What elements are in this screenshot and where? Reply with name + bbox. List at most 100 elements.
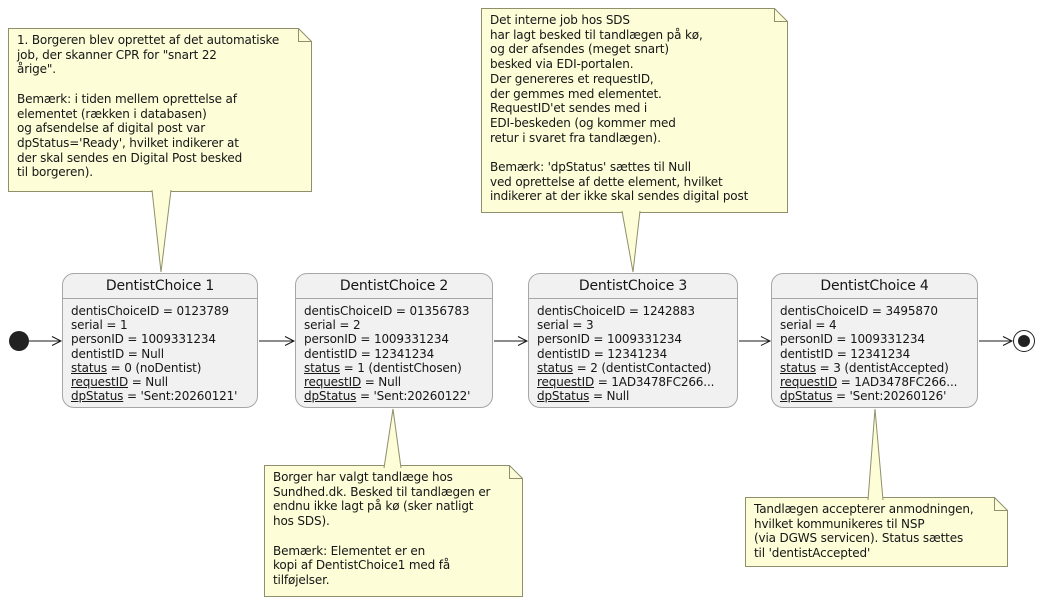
note-background bbox=[481, 8, 788, 213]
field-name: requestID bbox=[304, 375, 362, 390]
note-background bbox=[264, 465, 523, 597]
state-field: personID = 1009331234 bbox=[304, 332, 484, 346]
state-body: dentisChoiceID = 01356783 serial = 2 per… bbox=[296, 299, 492, 403]
field-value: 1009331234 bbox=[140, 332, 216, 347]
note-line: 1. Borgeren blev oprettet af det automat… bbox=[17, 33, 280, 47]
field-name: status bbox=[304, 360, 340, 375]
field-value: 0 (noDentist) bbox=[124, 360, 202, 375]
note-text: 1. Borgeren blev oprettet af det automat… bbox=[17, 33, 303, 180]
note-line: Tandlægen accepterer anmodningen, bbox=[754, 502, 974, 516]
field-separator: = bbox=[124, 346, 142, 361]
arrow-state1-to-state2 bbox=[259, 336, 296, 346]
note-line: Sundhed.dk. Besked til tandlægen er bbox=[273, 484, 491, 499]
field-name: requestID bbox=[780, 375, 838, 390]
field-name: personID bbox=[780, 332, 833, 347]
state-field: dentistID = Null bbox=[71, 347, 249, 361]
field-name: serial bbox=[71, 318, 103, 333]
initial-state-node bbox=[9, 331, 29, 351]
note-line: hos SDS). bbox=[273, 514, 330, 529]
field-value: 2 (dentistContacted) bbox=[590, 360, 712, 375]
note-line: Bemærk: i tiden mellem oprettelse af bbox=[17, 91, 237, 106]
field-separator: = bbox=[590, 346, 608, 361]
state-field: status = 1 (dentistChosen) bbox=[304, 361, 484, 375]
note-line: dpStatus='Ready', hvilket indikerer at bbox=[17, 135, 239, 150]
field-separator: = bbox=[356, 389, 374, 404]
state-field: dentistID = 12341234 bbox=[304, 347, 484, 361]
state-title: DentistChoice 1 bbox=[63, 274, 257, 299]
state-field: status = 3 (dentistAccepted) bbox=[780, 361, 969, 375]
note-background bbox=[745, 497, 1008, 567]
field-name: serial bbox=[780, 318, 812, 333]
arrow-state3-to-state4 bbox=[739, 336, 772, 346]
state-field: personID = 1009331234 bbox=[780, 332, 969, 346]
field-name: dpStatus bbox=[71, 389, 124, 404]
field-value: 2 bbox=[352, 318, 361, 333]
state-field: requestID = 1AD3478FC266... bbox=[780, 375, 969, 389]
field-separator: = bbox=[159, 304, 177, 318]
note-line bbox=[273, 529, 514, 544]
note-line: der skal sendes en Digital Post besked bbox=[17, 150, 243, 165]
field-separator: = bbox=[339, 360, 358, 375]
field-name: requestID bbox=[71, 375, 129, 390]
note-fold-icon bbox=[298, 28, 312, 42]
state-field: requestID = Null bbox=[304, 375, 484, 389]
note-line bbox=[17, 77, 303, 92]
state-field: dpStatus = 'Sent:20260126' bbox=[780, 389, 969, 403]
field-name: status bbox=[537, 360, 573, 375]
field-separator: = bbox=[815, 360, 834, 375]
note-citizen-created: 1. Borgeren blev oprettet af det automat… bbox=[8, 28, 312, 192]
field-separator: = bbox=[837, 375, 855, 390]
field-value: 12341234 bbox=[607, 346, 668, 361]
note-dentist-accepted: Tandlægen accepterer anmodningen, hvilke… bbox=[745, 497, 1008, 567]
field-name: dpStatus bbox=[780, 389, 833, 404]
note-line: til borgeren). bbox=[17, 165, 93, 180]
state-title: DentistChoice 3 bbox=[529, 274, 737, 299]
field-value: Null bbox=[606, 389, 630, 404]
field-separator: = bbox=[594, 375, 612, 390]
field-name: serial bbox=[537, 318, 569, 333]
note-line: Borger har valgt tandlæge hos bbox=[273, 470, 453, 484]
state-title: DentistChoice 2 bbox=[296, 274, 492, 299]
field-value: 1 (dentistChosen) bbox=[357, 360, 462, 375]
note-fold-icon bbox=[509, 465, 523, 479]
field-name: dpStatus bbox=[537, 389, 590, 404]
field-value: 3 (dentistAccepted) bbox=[833, 360, 949, 375]
field-name: status bbox=[780, 360, 816, 375]
field-value: Null bbox=[141, 346, 164, 361]
arrow-initial-to-state1 bbox=[29, 336, 63, 346]
field-name: dentisChoiceID bbox=[304, 304, 393, 318]
note-line bbox=[490, 145, 779, 160]
note-pointer bbox=[151, 189, 172, 273]
state-field: dentisChoiceID = 01356783 bbox=[304, 304, 484, 318]
state-dentistchoice-3: DentistChoice 3 dentisChoiceID = 1242883… bbox=[528, 273, 738, 408]
field-value: 3495870 bbox=[885, 304, 938, 318]
state-field: dpStatus = 'Sent:20260121' bbox=[71, 389, 249, 403]
field-separator: = bbox=[832, 332, 850, 347]
state-field: dentisChoiceID = 3495870 bbox=[780, 304, 969, 318]
field-separator: = bbox=[625, 304, 643, 318]
field-value: 1009331234 bbox=[606, 332, 682, 347]
field-name: personID bbox=[71, 332, 124, 347]
note-line: elementet (rækken i databasen) bbox=[17, 106, 207, 121]
note-line: Det interne job hos SDS bbox=[490, 13, 630, 27]
field-name: dentistID bbox=[537, 346, 591, 361]
state-field: dpStatus = 'Sent:20260122' bbox=[304, 389, 484, 403]
note-pointer bbox=[867, 408, 884, 501]
note-line: til 'dentistAccepted' bbox=[754, 546, 871, 561]
note-line: Bemærk: Elementet er en bbox=[273, 543, 426, 558]
field-name: status bbox=[71, 360, 107, 375]
field-separator: = bbox=[102, 318, 120, 333]
state-dentistchoice-2: DentistChoice 2 dentisChoiceID = 0135678… bbox=[295, 273, 493, 408]
state-field: status = 2 (dentistContacted) bbox=[537, 361, 729, 375]
field-name: dentistID bbox=[71, 346, 125, 361]
field-separator: = bbox=[335, 318, 353, 333]
final-state-dot bbox=[1018, 335, 1030, 347]
arrow-state2-to-state3 bbox=[494, 336, 529, 346]
field-name: requestID bbox=[537, 375, 595, 390]
note-line: og afsendelse af digital post var bbox=[17, 121, 206, 136]
state-body: dentisChoiceID = 1242883 serial = 3 pers… bbox=[529, 299, 737, 403]
state-field: requestID = Null bbox=[71, 375, 249, 389]
note-pointer bbox=[621, 210, 641, 273]
state-body: dentisChoiceID = 3495870 serial = 4 pers… bbox=[772, 299, 977, 403]
